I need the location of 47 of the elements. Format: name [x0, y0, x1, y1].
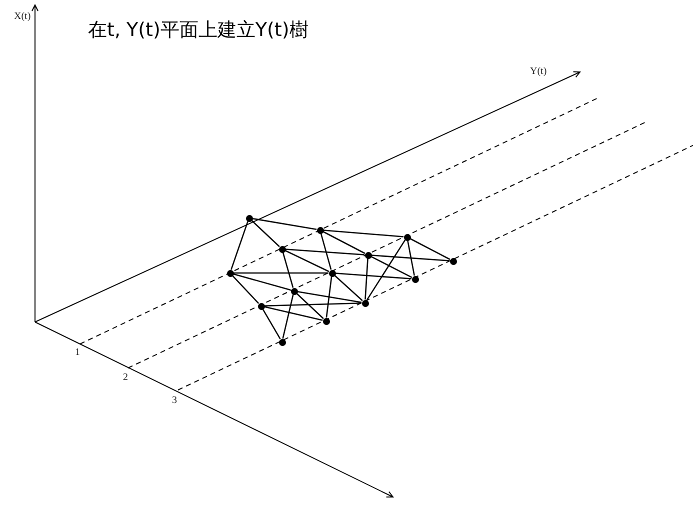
- connector-line: [366, 240, 406, 300]
- connector-line: [371, 254, 450, 262]
- connector-line: [334, 274, 363, 302]
- connector-line: [252, 218, 317, 230]
- axis-label: Y(t): [530, 67, 547, 77]
- diagram-title: 在t, Y(t)平面上建立Y(t)樹: [88, 20, 308, 41]
- connector-line: [230, 221, 248, 270]
- lattice-node-dot: [412, 276, 418, 282]
- lattice-node-dot: [364, 252, 372, 258]
- connector-line: [264, 302, 362, 307]
- lattice-node-dot: [316, 226, 324, 234]
- connector-line: [407, 240, 415, 276]
- lattice-node-dot: [258, 302, 264, 310]
- connector-line: [282, 294, 294, 339]
- axis-label: X(t): [14, 12, 31, 22]
- lattice-node-dot: [322, 318, 330, 324]
- connector-line: [262, 308, 281, 340]
- lattice-node-dot: [246, 214, 252, 222]
- lattice-node-dot: [450, 258, 456, 264]
- connector-line: [264, 306, 323, 321]
- lattice-node-dot: [278, 338, 286, 346]
- tick-label: 2: [123, 373, 128, 383]
- connector-line: [322, 231, 366, 254]
- connector-line: [233, 273, 291, 291]
- connector-line: [296, 292, 324, 320]
- connector-line: [326, 276, 332, 318]
- connector-line: [335, 272, 412, 280]
- connector-line: [320, 233, 332, 270]
- lattice-node-dot: [290, 288, 298, 294]
- lattice-node-dot: [226, 270, 234, 276]
- connector-line: [284, 250, 330, 272]
- tick-label: 1: [75, 348, 80, 358]
- connector-line: [370, 256, 412, 278]
- tick-label: 3: [172, 396, 177, 406]
- connector-line: [234, 272, 328, 274]
- connector-line: [282, 252, 294, 288]
- connector-line: [323, 230, 404, 238]
- lattice-node-dot: [404, 234, 410, 240]
- connector-line: [410, 238, 450, 260]
- connector-line: [251, 220, 280, 248]
- connector-line: [285, 248, 365, 256]
- connector-line: [364, 258, 368, 300]
- connector-line: [232, 275, 260, 304]
- lattice-node-dot: [278, 246, 286, 252]
- connector-line: [297, 290, 362, 304]
- lattice-node-dot: [362, 300, 368, 306]
- lattice-node-dot: [328, 270, 336, 276]
